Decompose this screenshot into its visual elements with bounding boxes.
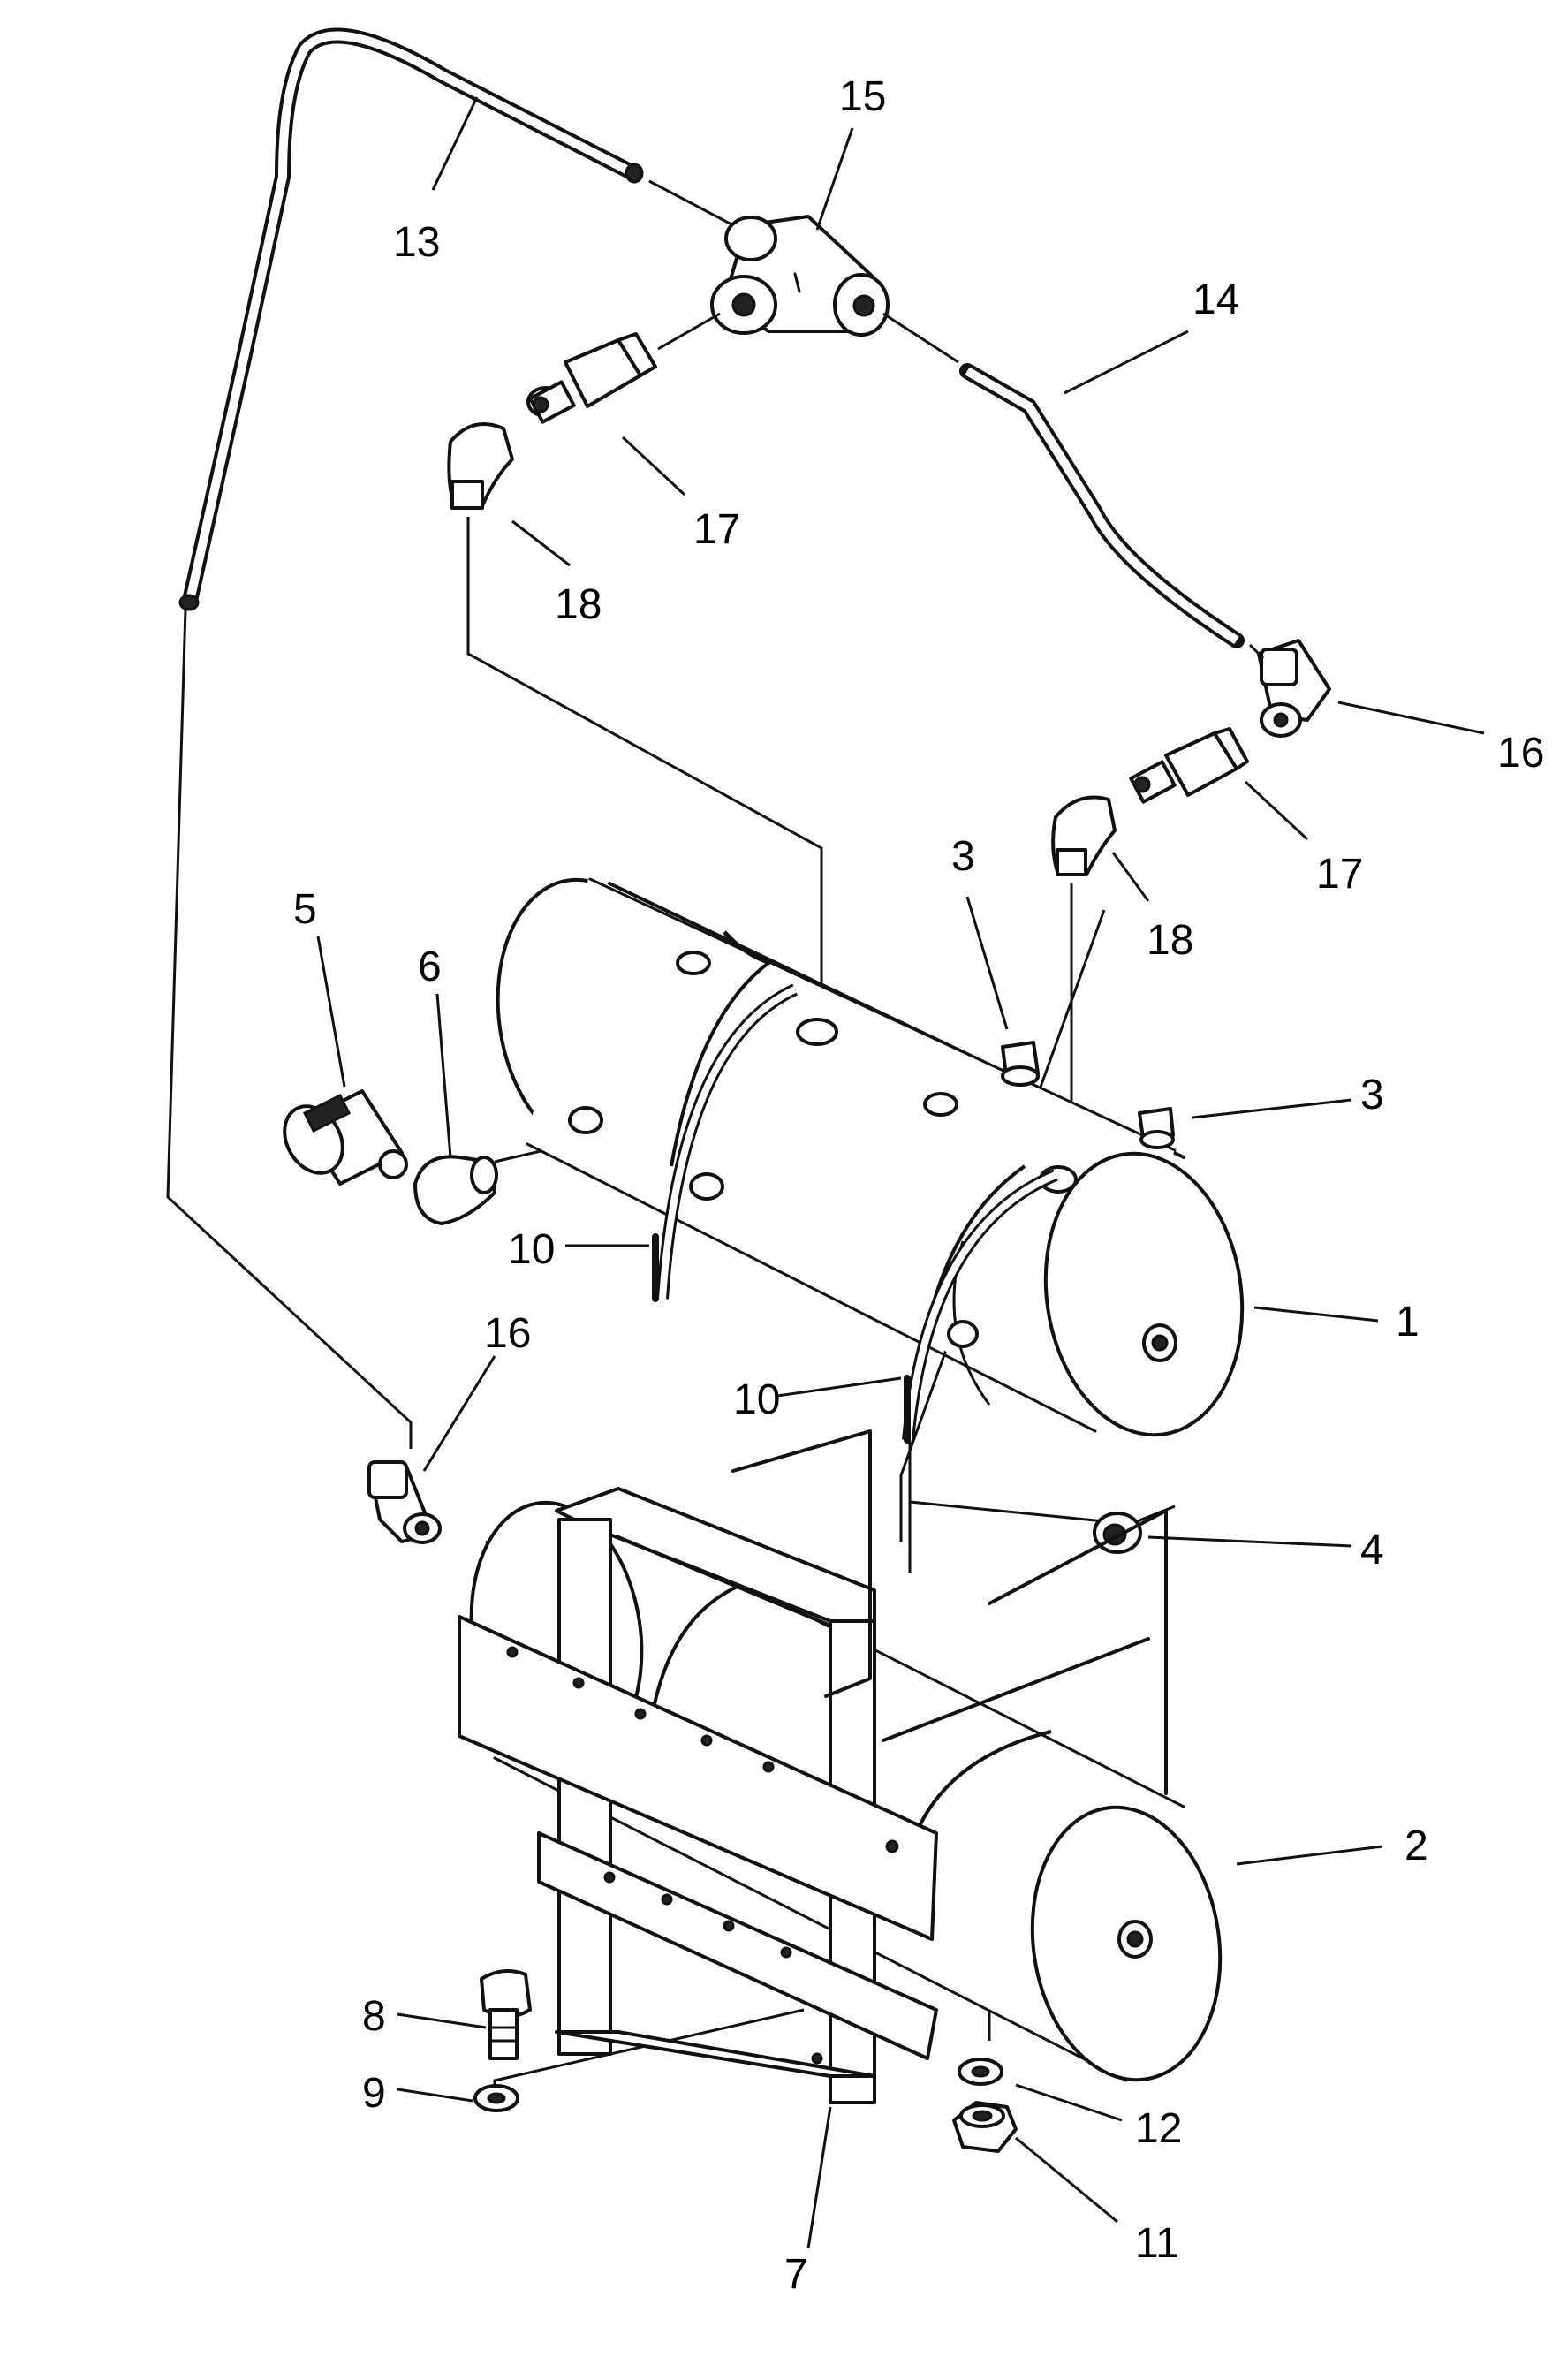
connector-17-lower xyxy=(1129,727,1249,804)
elbow-18-upper xyxy=(447,422,514,510)
bracket-7 xyxy=(458,1429,1168,2104)
label-11: 11 xyxy=(1135,2220,1179,2267)
label-2: 2 xyxy=(1404,1823,1428,1869)
plug-3-a xyxy=(1001,1041,1040,1087)
label-17b: 17 xyxy=(1316,851,1363,898)
label-14: 14 xyxy=(1192,277,1239,323)
elbow-16-lower xyxy=(367,1460,442,1544)
air-tank-1 xyxy=(496,877,1245,1437)
nut-11 xyxy=(952,2101,1018,2153)
label-10b: 10 xyxy=(733,1376,780,1423)
leader-lines xyxy=(316,96,1485,2249)
callout-labels: 1 2 3 3 4 5 6 7 8 9 10 10 11 12 13 14 15… xyxy=(293,73,1544,2298)
washer-12 xyxy=(958,2058,1003,2086)
elbow-18-lower xyxy=(1051,795,1117,876)
label-1: 1 xyxy=(1396,1299,1420,1345)
label-12: 12 xyxy=(1135,2105,1182,2152)
label-16b: 16 xyxy=(484,1310,531,1357)
valve-5 xyxy=(283,1089,408,1186)
label-6: 6 xyxy=(418,944,442,990)
label-4: 4 xyxy=(1360,1527,1384,1573)
label-13: 13 xyxy=(393,219,440,266)
label-17a: 17 xyxy=(693,506,740,553)
label-3a: 3 xyxy=(951,833,975,880)
elbow-6 xyxy=(413,1155,498,1225)
bolt-8 xyxy=(480,1969,532,2060)
label-18a: 18 xyxy=(555,581,602,628)
strap-10-right xyxy=(902,1169,1058,1444)
label-18b: 18 xyxy=(1147,917,1193,964)
label-10a: 10 xyxy=(508,1226,555,1273)
label-9: 9 xyxy=(362,2070,386,2117)
tube-13 xyxy=(178,27,644,611)
elbow-16-upper xyxy=(1257,639,1331,738)
tee-fitting-15 xyxy=(710,215,890,337)
strap-10-left xyxy=(652,983,798,1302)
washer-9 xyxy=(473,2084,519,2112)
plug-3-b xyxy=(1138,1107,1175,1149)
connector-17-upper xyxy=(526,332,657,424)
label-5: 5 xyxy=(293,886,317,933)
label-7: 7 xyxy=(784,2251,808,2298)
label-8: 8 xyxy=(362,1993,386,2040)
label-15: 15 xyxy=(839,73,886,120)
tube-14 xyxy=(959,363,1245,648)
label-3b: 3 xyxy=(1360,1072,1384,1118)
label-16a: 16 xyxy=(1497,730,1544,777)
